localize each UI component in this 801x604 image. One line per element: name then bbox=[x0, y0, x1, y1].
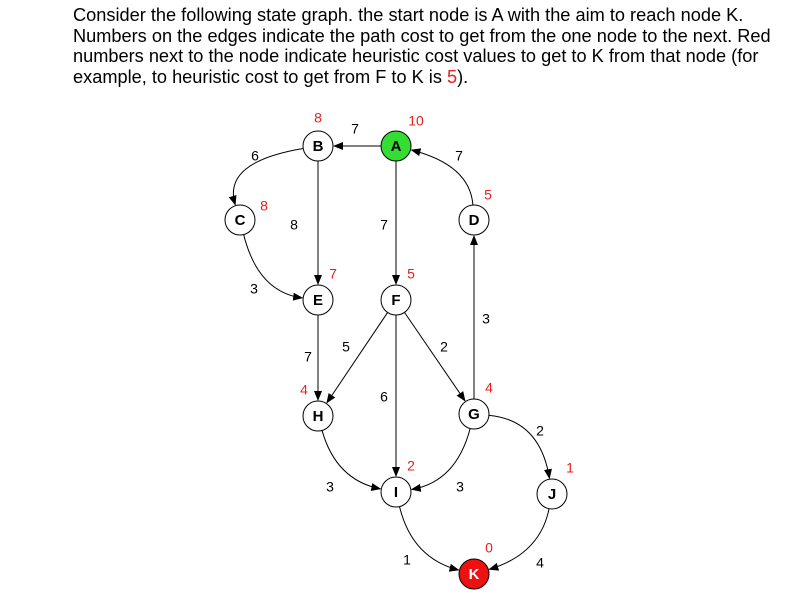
node-d: D5 bbox=[458, 187, 492, 236]
node-circle bbox=[380, 130, 412, 162]
node-label: A bbox=[391, 138, 402, 155]
edge-cost-b-e: 8 bbox=[290, 217, 298, 233]
heuristic-value: 4 bbox=[300, 382, 308, 398]
edge-cost-g-i: 3 bbox=[456, 479, 464, 495]
question-text-end: ). bbox=[457, 66, 469, 87]
node-label: G bbox=[468, 406, 480, 423]
node-label: D bbox=[469, 212, 480, 229]
edge-cost-d-a: 7 bbox=[455, 148, 463, 164]
edge-cost-f-i: 6 bbox=[380, 389, 388, 405]
node-circle bbox=[380, 476, 412, 508]
node-g: G4 bbox=[458, 380, 493, 430]
edge-cost-b-c: 6 bbox=[251, 148, 259, 164]
node-circle bbox=[458, 204, 490, 236]
heuristic-value: 10 bbox=[408, 113, 424, 129]
question-text-start: Consider the following state graph. the … bbox=[73, 5, 771, 87]
edge-cost-j-k: 4 bbox=[536, 555, 544, 571]
node-k: K0 bbox=[458, 540, 493, 590]
heuristic-value: 2 bbox=[407, 458, 415, 474]
edge-g-i bbox=[410, 428, 471, 492]
node-label: F bbox=[391, 292, 400, 309]
node-label: E bbox=[313, 292, 323, 309]
edge-b-c bbox=[228, 147, 304, 206]
node-circle bbox=[536, 478, 568, 510]
node-label: B bbox=[313, 138, 324, 155]
heuristic-value: 5 bbox=[484, 187, 492, 203]
node-j: J1 bbox=[536, 460, 574, 510]
node-label: H bbox=[313, 408, 324, 425]
question-example-value: 5 bbox=[447, 66, 458, 87]
edge-cost-f-g: 2 bbox=[440, 339, 448, 355]
heuristic-value: 1 bbox=[566, 460, 574, 476]
edge-cost-f-h: 5 bbox=[342, 339, 350, 355]
edge-cost-g-j: 2 bbox=[536, 423, 544, 439]
edge-h-i bbox=[321, 430, 382, 492]
heuristic-value: 8 bbox=[260, 198, 268, 214]
edge-cost-a-f: 7 bbox=[380, 217, 388, 233]
heuristic-value: 5 bbox=[407, 266, 415, 282]
node-e: E7 bbox=[302, 266, 337, 316]
question-text: Consider the following state graph. the … bbox=[73, 5, 778, 87]
edge-cost-c-e: 3 bbox=[250, 281, 258, 297]
edge-cost-i-k: 1 bbox=[403, 552, 411, 568]
edge-f-g bbox=[404, 312, 466, 402]
edge-cost-h-i: 3 bbox=[326, 479, 334, 495]
node-circle bbox=[302, 400, 334, 432]
edge-g-j bbox=[488, 414, 552, 480]
node-circle bbox=[302, 284, 334, 316]
edge-j-k bbox=[488, 508, 550, 571]
node-label: K bbox=[469, 566, 480, 583]
node-circle bbox=[380, 284, 412, 316]
edge-f-h bbox=[326, 312, 389, 404]
edge-d-a bbox=[410, 148, 474, 206]
node-i: I2 bbox=[380, 458, 415, 508]
node-label: J bbox=[548, 486, 556, 503]
node-h: H4 bbox=[300, 382, 334, 432]
edge-cost-g-d: 3 bbox=[482, 311, 490, 327]
edge-cost-a-b: 7 bbox=[351, 121, 359, 137]
node-circle bbox=[224, 204, 256, 236]
node-label: C bbox=[235, 212, 246, 229]
node-a: A 10 bbox=[380, 113, 424, 162]
heuristic-value: 4 bbox=[485, 380, 493, 396]
node-circle bbox=[458, 398, 490, 430]
heuristic-value: 7 bbox=[329, 266, 337, 282]
heuristic-value: 0 bbox=[485, 540, 493, 556]
edge-i-k bbox=[399, 506, 460, 572]
node-b: B8 bbox=[302, 110, 334, 162]
edge-cost-e-h: 7 bbox=[304, 349, 312, 365]
node-f: F5 bbox=[380, 266, 415, 316]
heuristic-value: 8 bbox=[314, 110, 322, 126]
node-label: I bbox=[394, 484, 398, 501]
edge-c-e bbox=[243, 234, 304, 301]
node-circle bbox=[302, 130, 334, 162]
node-circle bbox=[458, 558, 490, 590]
node-c: C8 bbox=[224, 198, 268, 236]
